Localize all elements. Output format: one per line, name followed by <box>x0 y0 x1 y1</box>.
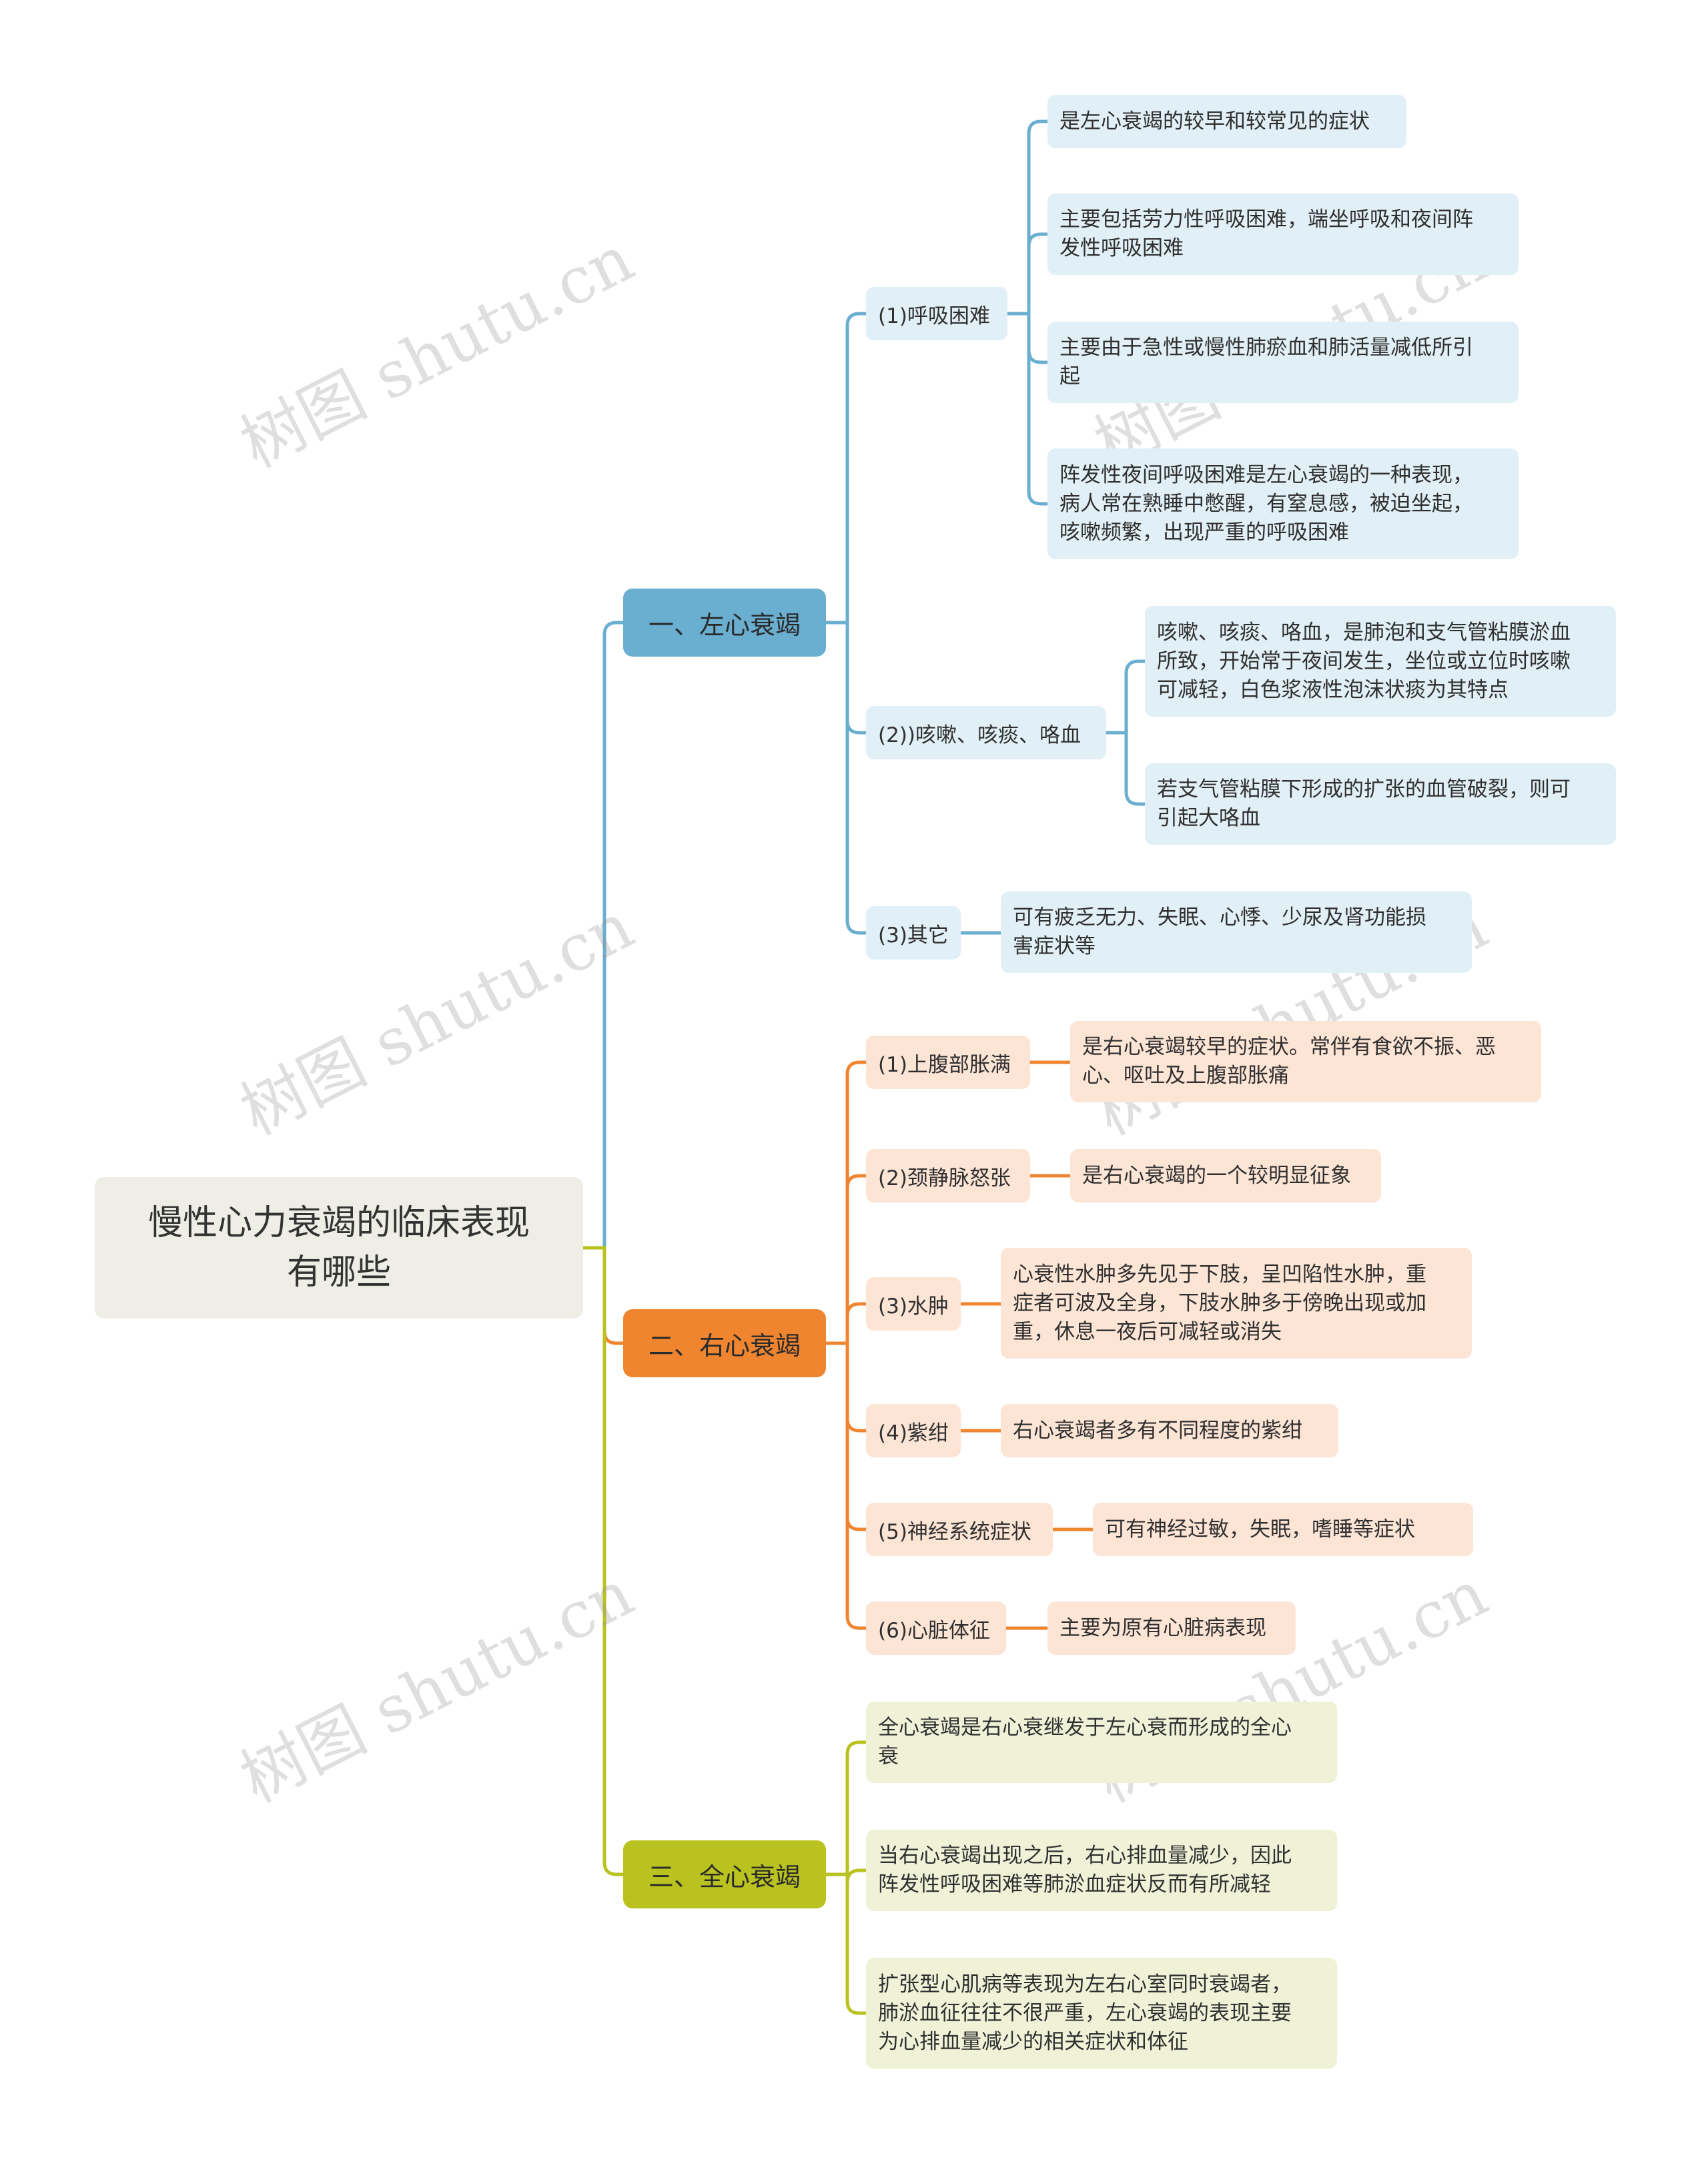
connector-line <box>824 1302 868 1345</box>
leaf-text-line: 引起大咯血 <box>1157 806 1260 830</box>
leaf-note[interactable]: 主要包括劳力性呼吸困难，端坐呼吸和夜间阵发性呼吸困难 <box>1047 194 1519 275</box>
leaf-text-line: 全心衰竭是右心衰继发于左心衰而形成的全心 <box>878 1716 1292 1740</box>
leaf-note[interactable]: 是左心衰竭的较早和较常见的症状 <box>1047 95 1406 148</box>
connector-line <box>1104 731 1147 806</box>
connector-line <box>1005 119 1049 316</box>
leaf-text-line: 病人常在熟睡中憋醒，有窒息感，被迫坐起， <box>1059 491 1473 516</box>
leaf-note[interactable]: 右心衰竭者多有不同程度的紫绀 <box>1001 1404 1338 1457</box>
connector-line <box>1104 659 1147 735</box>
leaf-text-line: 起 <box>1059 364 1080 388</box>
leaf-text-line: 可有神经过敏，失眠，嗜睡等症状 <box>1105 1517 1415 1541</box>
subtopic-cough[interactable]: (2))咳嗽、咳痰、咯血 <box>866 706 1106 759</box>
leaf-note[interactable]: 扩张型心肌病等表现为左右心室同时衰竭者， 肺淤血征往往不很严重，左心衰竭的表现主要… <box>866 1958 1337 2069</box>
root-title-line: 有哪些 <box>286 1252 391 1293</box>
subtopic-edema[interactable]: (3)水肿 <box>866 1277 961 1331</box>
leaf-text-line: 症者可波及全身，下肢水肿多于傍晚出现或加 <box>1013 1291 1426 1315</box>
leaf-note[interactable]: 若支气管粘膜下形成的扩张的血管破裂，则可引起大咯血 <box>1145 763 1616 845</box>
connector-line <box>581 621 625 1250</box>
leaf-text-line: 所致，开始常于夜间发生，坐位或立位时咳嗽 <box>1157 649 1571 673</box>
leaf-text-line: 为心排血量减少的相关症状和体征 <box>878 2029 1188 2054</box>
leaf-note[interactable]: 咳嗽、咳痰、咯血，是肺泡和支气管粘膜淤血所致，开始常于夜间发生，坐位或立位时咳嗽… <box>1145 606 1616 717</box>
leaf-text-line: 右心衰竭者多有不同程度的紫绀 <box>1013 1418 1302 1443</box>
connector-line <box>824 1060 868 1345</box>
subtopic-nervous-system[interactable]: (5)神经系统症状 <box>866 1503 1053 1556</box>
connector-line <box>581 1246 625 1876</box>
subtopic-dyspnea[interactable]: (1)呼吸困难 <box>866 287 1007 340</box>
connector-line <box>1005 232 1049 316</box>
leaf-text-line: 害症状等 <box>1013 934 1096 958</box>
branch-total-heart-failure[interactable]: 三、全心衰竭 <box>623 1840 826 1908</box>
subtopic-other[interactable]: (3)其它 <box>866 906 961 960</box>
branch-right-heart-failure[interactable]: 二、右心衰竭 <box>623 1309 826 1377</box>
leaf-note[interactable]: 是右心衰竭的一个较明显征象 <box>1070 1149 1381 1202</box>
leaf-text-line: 发性呼吸困难 <box>1059 236 1184 260</box>
leaf-text-line: 可有疲乏无力、失眠、心悸、少尿及肾功能损 <box>1013 906 1426 930</box>
leaf-text-line: 当右心衰竭出现之后，右心排血量减少，因此 <box>878 1844 1292 1868</box>
leaf-note[interactable]: 心衰性水肿多先见于下肢，呈凹陷性水肿，重症者可波及全身，下肢水肿多于傍晚出现或加… <box>1001 1248 1472 1359</box>
subtopic-cyanosis[interactable]: (4)紫绀 <box>866 1404 961 1457</box>
leaf-note[interactable]: 全心衰竭是右心衰继发于左心衰而形成的全心衰 <box>866 1702 1337 1783</box>
leaf-note[interactable]: 当右心衰竭出现之后，右心排血量减少，因此阵发性呼吸困难等肺淤血症状反而有所减轻 <box>866 1830 1337 1911</box>
root-title-line: 慢性心力衰竭的临床表现 <box>147 1203 530 1243</box>
leaf-text-line: 主要包括劳力性呼吸困难，端坐呼吸和夜间阵 <box>1059 208 1473 232</box>
leaf-note[interactable]: 可有神经过敏，失眠，嗜睡等症状 <box>1093 1503 1473 1556</box>
connector-line <box>824 621 868 935</box>
leaf-text-line: 主要为原有心脏病表现 <box>1059 1615 1266 1640</box>
leaf-text-line: 阵发性夜间呼吸困难是左心衰竭的一种表现， <box>1059 462 1473 487</box>
branch-left-heart-failure[interactable]: 一、左心衰竭 <box>623 589 826 657</box>
leaf-text-line: 咳嗽频繁，出现严重的呼吸困难 <box>1059 520 1349 545</box>
leaf-note[interactable]: 主要为原有心脏病表现 <box>1047 1601 1296 1655</box>
connector-line <box>824 1872 868 2015</box>
root-topic[interactable]: 慢性心力衰竭的临床表现 有哪些 <box>95 1177 583 1319</box>
leaf-note[interactable]: 可有疲乏无力、失眠、心悸、少尿及肾功能损害症状等 <box>1001 891 1472 973</box>
leaf-text-line: 扩张型心肌病等表现为左右心室同时衰竭者， <box>878 1972 1292 1997</box>
leaf-text-line: 衰 <box>878 1744 899 1768</box>
connector-line <box>824 1740 868 1876</box>
leaf-note[interactable]: 阵发性夜间呼吸困难是左心衰竭的一种表现， 病人常在熟睡中憋醒，有窒息感，被迫坐起，… <box>1047 448 1519 559</box>
leaf-text-line: 阵发性呼吸困难等肺淤血症状反而有所减轻 <box>878 1872 1271 1896</box>
leaf-text-line: 肺淤血征往往不很严重，左心衰竭的表现主要 <box>878 2001 1292 2025</box>
leaf-note[interactable]: 是右心衰竭较早的症状。常伴有食欲不振、恶心、呕吐及上腹部胀痛 <box>1070 1021 1541 1102</box>
leaf-text-line: 是右心衰竭较早的症状。常伴有食欲不振、恶 <box>1082 1035 1496 1059</box>
connector-line <box>1005 312 1049 506</box>
connector-line <box>824 1174 868 1345</box>
leaf-text-line: 是右心衰竭的一个较明显征象 <box>1082 1163 1351 1188</box>
leaf-text-line: 可减轻，白色浆液性泡沫状痰为其特点 <box>1157 677 1509 702</box>
leaf-text-line: 心衰性水肿多先见于下肢，呈凹陷性水肿，重 <box>1013 1262 1426 1287</box>
subtopic-abdominal-distension[interactable]: (1)上腹部胀满 <box>866 1036 1030 1089</box>
connector-line <box>824 1341 868 1630</box>
leaf-note[interactable]: 主要由于急性或慢性肺瘀血和肺活量减低所引起 <box>1047 322 1519 403</box>
leaf-text-line: 若支气管粘膜下形成的扩张的血管破裂，则可 <box>1157 777 1571 801</box>
leaf-text-line: 咳嗽、咳痰、咯血，是肺泡和支气管粘膜淤血 <box>1157 620 1571 645</box>
leaf-text-line: 重，休息一夜后可减轻或消失 <box>1013 1319 1282 1344</box>
leaf-text-line: 是左心衰竭的较早和较常见的症状 <box>1059 109 1370 133</box>
connector-line <box>824 312 868 625</box>
subtopic-jugular-vein[interactable]: (2)颈静脉怒张 <box>866 1149 1030 1202</box>
leaf-text-line: 主要由于急性或慢性肺瘀血和肺活量减低所引 <box>1059 336 1473 360</box>
subtopic-cardiac-signs[interactable]: (6)心脏体征 <box>866 1601 1006 1655</box>
leaf-text-line: 心、呕吐及上腹部胀痛 <box>1082 1064 1289 1088</box>
